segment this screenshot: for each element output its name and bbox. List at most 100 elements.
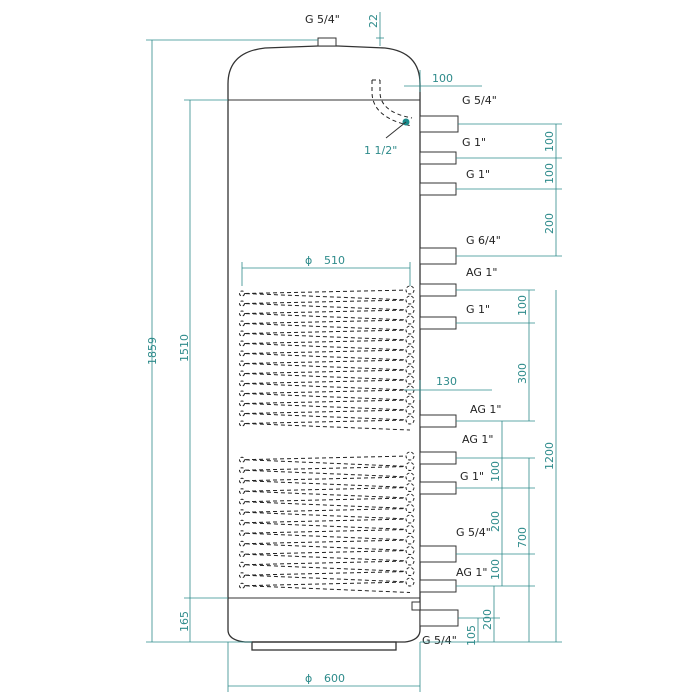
coil-loop — [405, 335, 415, 345]
dim-300: 300 — [516, 363, 529, 384]
coil-turn — [243, 399, 411, 411]
coil-loop — [239, 340, 245, 347]
coil-turn — [243, 379, 411, 391]
coil-loop — [405, 472, 415, 482]
upper-heat-exchanger-coil — [239, 285, 415, 431]
port-label: G 1" — [466, 303, 490, 316]
coil-turn — [243, 508, 411, 520]
coil-loop — [239, 310, 245, 317]
coil-loop — [239, 400, 245, 407]
port-label: AG 1" — [462, 433, 493, 446]
coil-turn — [243, 466, 411, 478]
dim-100: 100 — [489, 461, 502, 482]
coil-turn — [243, 539, 411, 551]
port-label: G 5/4" — [422, 634, 457, 647]
dim-200: 200 — [489, 511, 502, 532]
side-nozzles — [411, 115, 459, 627]
coil-turn — [243, 349, 411, 361]
port-label: G 5/4" — [456, 526, 491, 539]
coil-loop — [239, 498, 245, 505]
coil-turn — [243, 409, 411, 421]
port-label: G 1" — [466, 168, 490, 181]
dim-510: 510 — [324, 254, 345, 267]
coil-loop — [239, 551, 245, 558]
coil-turn — [243, 339, 411, 351]
coil-loop — [405, 305, 415, 315]
coil-turn — [243, 529, 411, 541]
dim-700: 700 — [516, 527, 529, 548]
coil-loop — [239, 467, 245, 474]
coil-turn — [243, 497, 411, 509]
coil-loop — [239, 540, 245, 547]
coil-turn — [243, 329, 411, 341]
coil-loop — [239, 410, 245, 417]
coil-loop — [405, 375, 415, 385]
dim-105: 105 — [465, 625, 478, 646]
coil-loop — [239, 477, 245, 484]
coil-turn — [243, 299, 411, 311]
port-label: G 1" — [460, 470, 484, 483]
coil-turn — [243, 289, 411, 301]
dim-100: 100 — [516, 295, 529, 316]
coil-loop — [405, 325, 415, 335]
coil-loop — [405, 405, 415, 415]
coil-loop — [239, 519, 245, 526]
coil-loop — [239, 300, 245, 307]
coil-loop — [239, 290, 245, 297]
coil-turn — [243, 560, 411, 572]
coil-loop — [405, 535, 415, 545]
coil-loop — [239, 390, 245, 397]
port-label: AG 1" — [456, 566, 487, 579]
coil-loop — [239, 509, 245, 516]
coil-loop — [405, 355, 415, 365]
coil-loop — [239, 360, 245, 367]
coil-loop — [405, 504, 415, 513]
coil-turn — [243, 571, 411, 583]
phi-symbol: ϕ — [305, 254, 312, 267]
coil-loop — [405, 451, 415, 461]
dim-1200: 1200 — [543, 442, 556, 470]
coil-loop — [239, 530, 245, 537]
coil-loop — [405, 415, 415, 425]
lower-heat-exchanger-coil — [239, 451, 415, 593]
coil-loop — [239, 330, 245, 337]
top-nozzle — [317, 37, 337, 47]
coil-loop — [239, 582, 245, 589]
coil-loop — [239, 488, 245, 495]
left-dimensions: 1859 1510 165 — [146, 39, 318, 643]
sensor-label: 1 1/2" — [364, 144, 397, 157]
port-label: G 5/4" — [462, 94, 497, 107]
coil-turn — [243, 476, 411, 488]
phi-symbol: ϕ — [305, 672, 312, 685]
port-label: G 6/4" — [466, 234, 501, 247]
coil-loop — [405, 395, 415, 405]
right-dimensions: 100 100 200 100 300 1200 100 200 700 100… — [420, 123, 562, 646]
coil-turn — [243, 518, 411, 530]
dim-200: 200 — [481, 609, 494, 630]
dim-22: 22 — [367, 14, 380, 28]
coil-loop — [405, 493, 415, 503]
dim-130: 130 — [436, 375, 457, 388]
dim-100: 100 — [543, 131, 556, 152]
dim-165: 165 — [178, 611, 191, 632]
coil-loop — [239, 420, 245, 427]
coil-loop — [405, 546, 415, 555]
dim-200: 200 — [543, 213, 556, 234]
dim-1510: 1510 — [178, 334, 191, 362]
coil-turn — [243, 359, 411, 371]
coil-turn — [243, 419, 411, 431]
coil-loop — [405, 514, 415, 524]
coil-loop — [239, 320, 245, 327]
dim-130-group: 130 — [404, 375, 492, 400]
port-labels: G 5/4" G 5/4" G 1" G 1" G 6/4" AG 1" G 1… — [305, 13, 501, 647]
top-dimensions: 22 100 — [367, 12, 482, 92]
coil-turn — [243, 389, 411, 401]
coil-loop — [405, 462, 415, 471]
coil-turn — [243, 309, 411, 321]
coil-loop — [405, 365, 415, 375]
coil-loop — [405, 345, 415, 355]
top-port-label: G 5/4" — [305, 13, 340, 26]
sensor-pocket — [371, 79, 413, 139]
coil-loop — [239, 456, 245, 463]
